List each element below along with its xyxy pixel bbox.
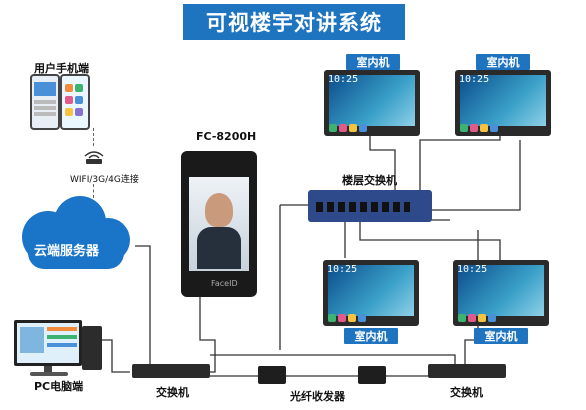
pc-monitor (14, 320, 82, 366)
indoor-4-label: 室内机 (474, 328, 528, 344)
indoor-monitor-1: 10:25 (324, 70, 420, 136)
fiber-transceiver-right (358, 366, 386, 384)
phone-1-image (30, 74, 60, 130)
floor-switch (308, 190, 432, 222)
pc-keyboard (30, 372, 68, 376)
indoor-3-time: 10:25 (327, 264, 358, 275)
right-switch-label: 交换机 (450, 386, 483, 399)
indoor-2-time: 10:25 (459, 74, 490, 85)
indoor-monitor-2: 10:25 (455, 70, 551, 136)
fiber-transceiver-left (258, 366, 286, 384)
wireless-link (93, 128, 95, 146)
brand-text: FaceID (211, 279, 238, 288)
cloud-label: 云端服务器 (34, 244, 100, 259)
cloud-icon (22, 196, 130, 269)
door-station: FaceID (181, 151, 257, 297)
wireless-link-2 (93, 184, 95, 198)
pc-tower (82, 326, 102, 370)
pc-stand (44, 366, 52, 372)
connection-label: WIFI/3G/4G连接 (70, 175, 139, 185)
pc-label: PC电脑端 (34, 380, 84, 393)
user-phone-label: 用户手机端 (34, 62, 89, 75)
indoor-monitor-3: 10:25 (323, 260, 419, 326)
left-switch-label: 交换机 (156, 386, 189, 399)
indoor-1-time: 10:25 (328, 74, 359, 85)
indoor-4-time: 10:25 (457, 264, 488, 275)
indoor-monitor-4: 10:25 (453, 260, 549, 326)
router-icon (84, 151, 104, 164)
left-switch (132, 364, 210, 378)
device-model-label: FC-8200H (196, 130, 257, 143)
indoor-2-label: 室内机 (476, 54, 530, 70)
indoor-1-label: 室内机 (346, 54, 400, 70)
right-switch (428, 364, 506, 378)
floor-switch-label: 楼层交换机 (342, 174, 397, 187)
diagram-title: 可视楼宇对讲系统 (183, 4, 405, 40)
fiber-label: 光纤收发器 (290, 390, 345, 403)
indoor-3-label: 室内机 (344, 328, 398, 344)
phone-2-image (60, 74, 90, 130)
